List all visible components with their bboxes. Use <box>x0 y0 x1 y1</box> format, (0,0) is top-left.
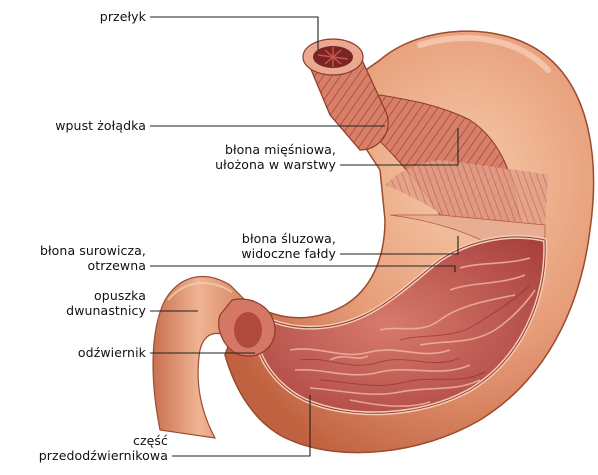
label-czesc: część przedodźwiernikowa <box>10 433 168 463</box>
label-blona-sluzowa-line2: widoczne fałdy <box>200 246 336 261</box>
label-czesc-line2: przedodźwiernikowa <box>10 448 168 463</box>
label-blona-surowicza-line2: otrzewna <box>4 258 146 273</box>
label-blona-miesniowa: błona mięśniowa, ułożona w warstwy <box>196 142 336 172</box>
label-blona-miesniowa-line2: ułożona w warstwy <box>196 157 336 172</box>
label-przelyk: przełyk <box>40 9 146 24</box>
label-blona-sluzowa-line1: błona śluzowa, <box>200 231 336 246</box>
label-odzwiernik-text: odźwiernik <box>30 345 146 360</box>
label-blona-sluzowa: błona śluzowa, widoczne fałdy <box>200 231 336 261</box>
label-odzwiernik: odźwiernik <box>30 345 146 360</box>
label-blona-miesniowa-line1: błona mięśniowa, <box>196 142 336 157</box>
label-blona-surowicza: błona surowicza, otrzewna <box>4 243 146 273</box>
esophagus-shape <box>303 39 388 150</box>
label-wpust-text: wpust żołądka <box>10 118 146 133</box>
label-czesc-line1: część <box>10 433 168 448</box>
label-opuszka-line1: opuszka <box>30 288 146 303</box>
leader-przelyk <box>150 17 318 50</box>
label-opuszka-line2: dwunastnicy <box>30 303 146 318</box>
label-wpust: wpust żołądka <box>10 118 146 133</box>
label-opuszka: opuszka dwunastnicy <box>30 288 146 318</box>
label-blona-surowicza-line1: błona surowicza, <box>4 243 146 258</box>
label-przelyk-text: przełyk <box>40 9 146 24</box>
